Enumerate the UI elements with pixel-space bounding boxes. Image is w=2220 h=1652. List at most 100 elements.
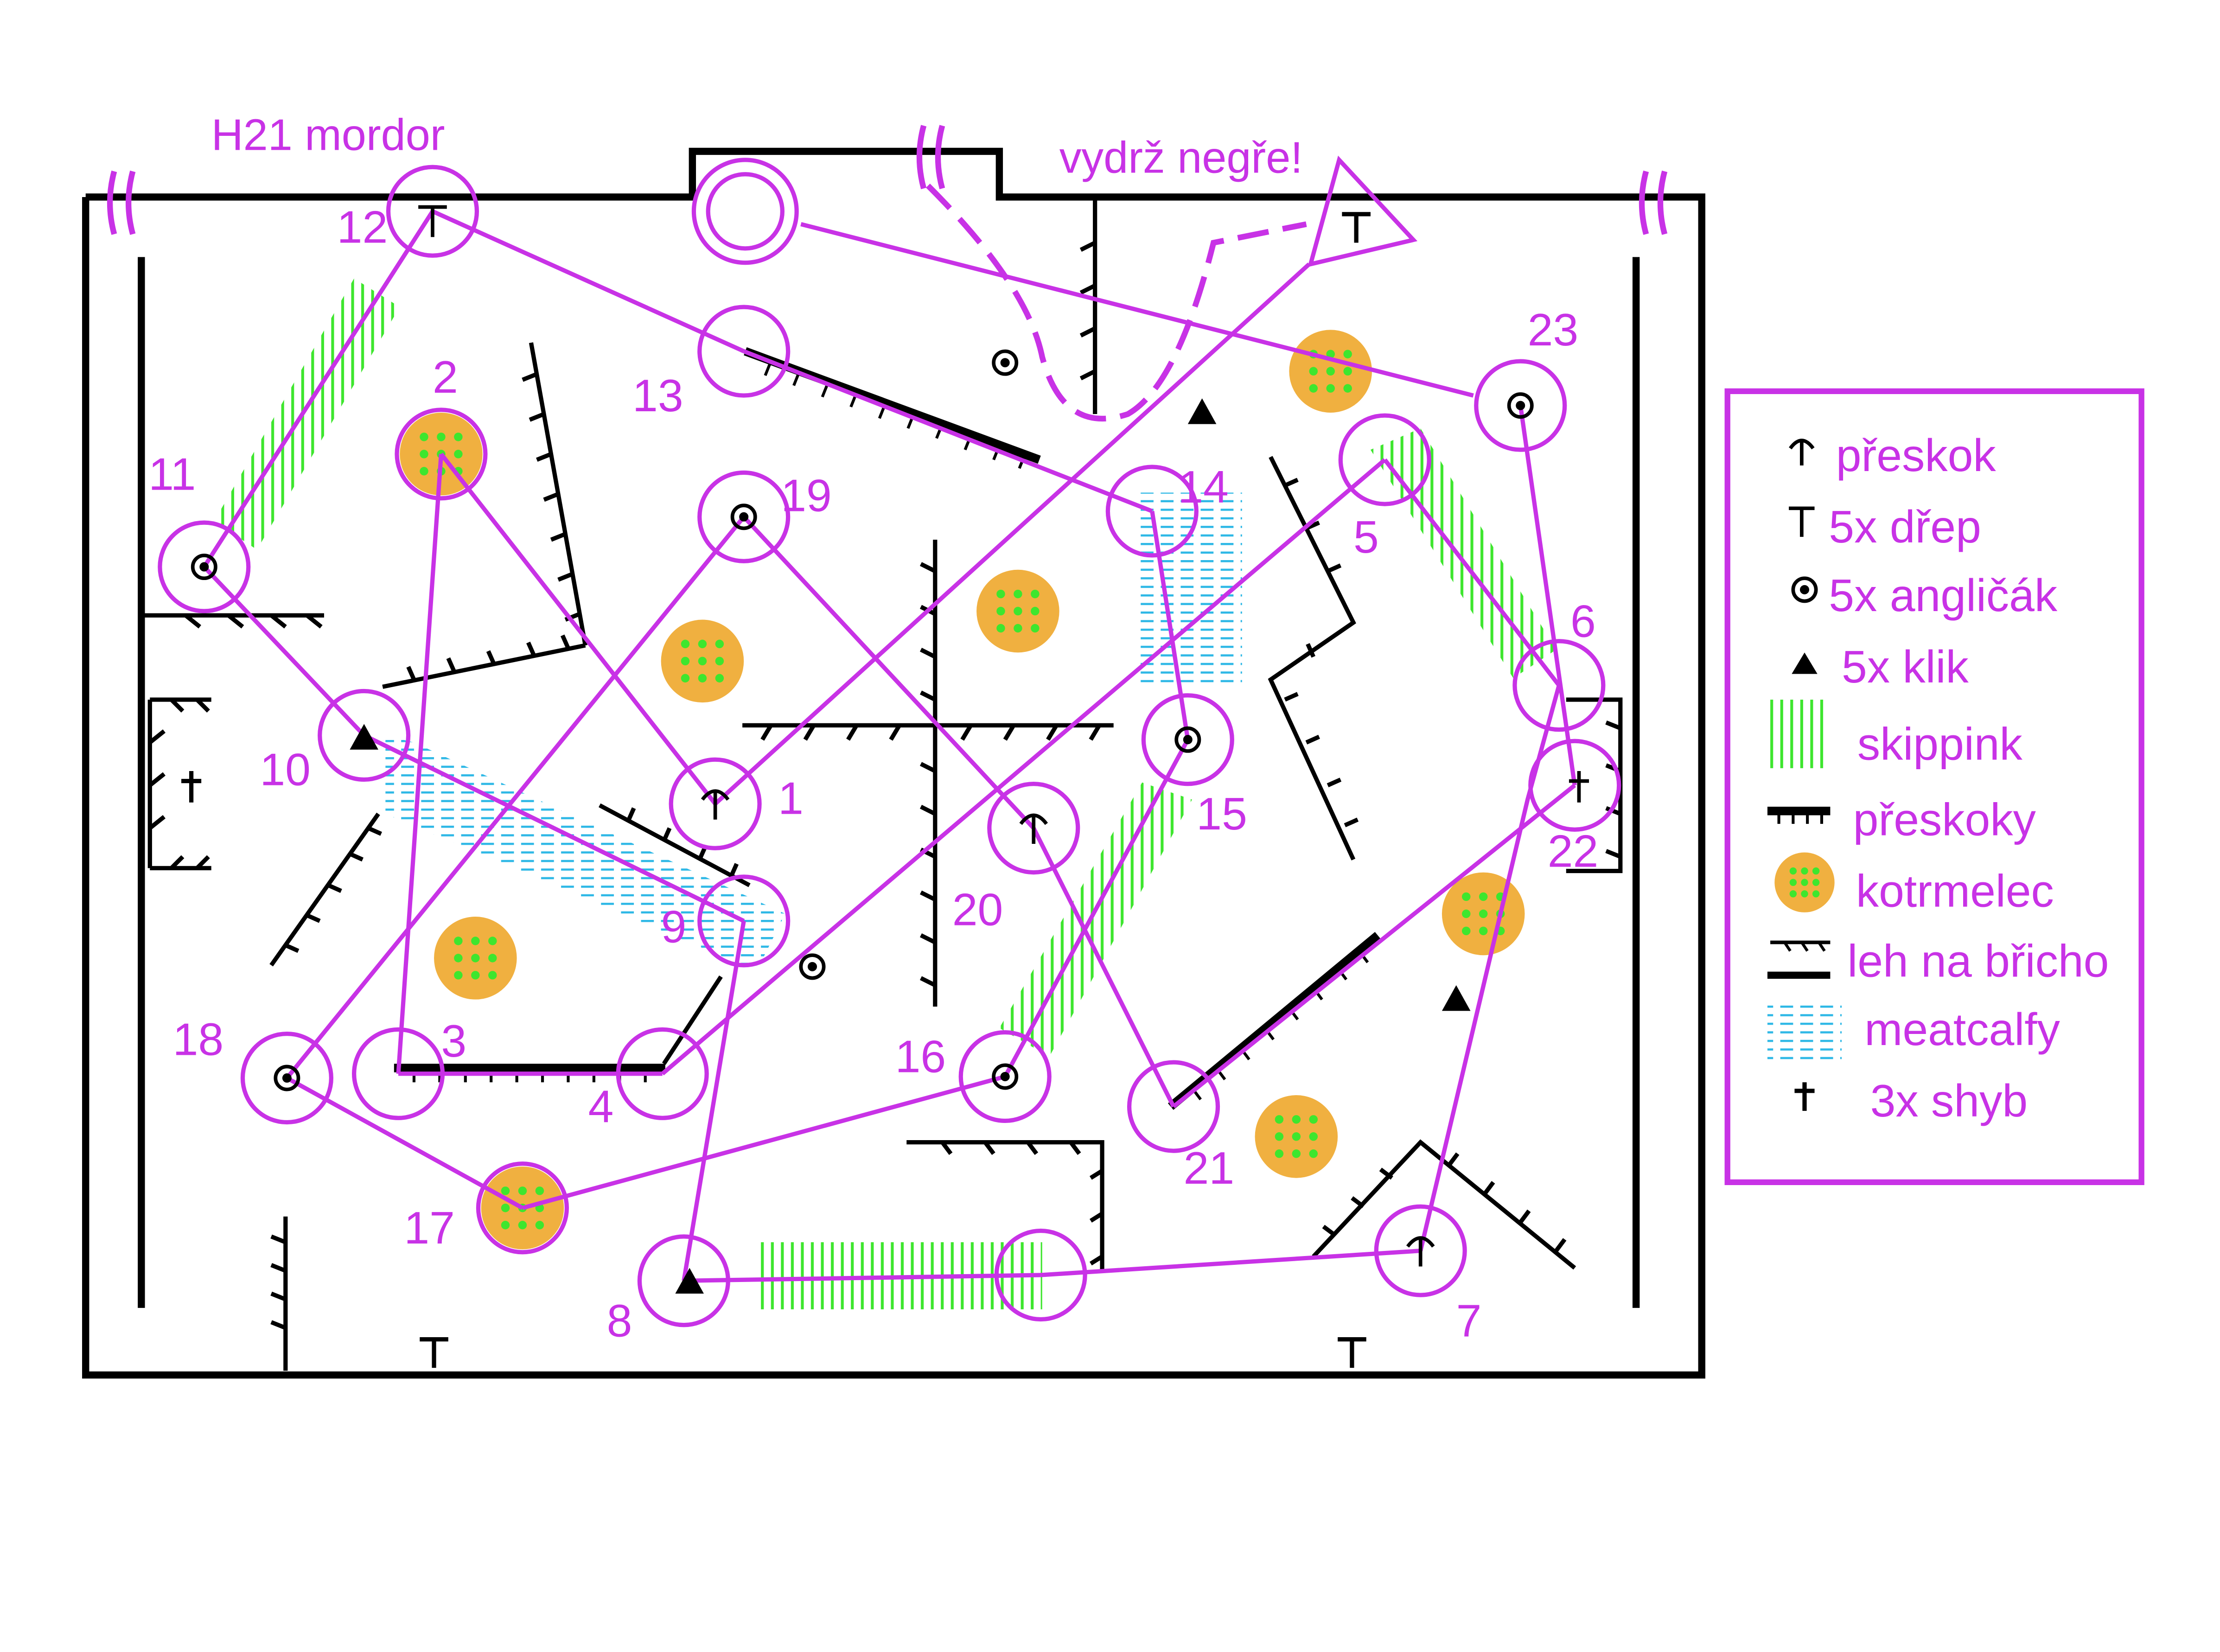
roll-dot bbox=[698, 657, 707, 666]
svg-text:kotrmelec: kotrmelec bbox=[1856, 865, 2054, 916]
roll-dot bbox=[518, 1186, 527, 1195]
roll-dot bbox=[1309, 1132, 1318, 1141]
dot-circle-icon bbox=[799, 349, 1019, 980]
svg-text:meatcalfy: meatcalfy bbox=[1864, 1004, 2060, 1055]
control-number-22: 22 bbox=[1548, 825, 1599, 876]
roll-dot bbox=[1461, 892, 1471, 901]
control-number-4: 4 bbox=[588, 1081, 614, 1132]
control-number-7: 7 bbox=[1456, 1295, 1482, 1346]
arrow-up-icon bbox=[1406, 1236, 1435, 1267]
roll-dot bbox=[715, 674, 724, 683]
roll-dots bbox=[420, 350, 1505, 1230]
finish-circle bbox=[691, 158, 799, 265]
dot-circle-icon bbox=[274, 1065, 300, 1091]
roll-dot bbox=[996, 606, 1005, 616]
control-symbols bbox=[191, 205, 1589, 1294]
roll-dot bbox=[1479, 926, 1488, 936]
legend-item-skippink: skippink bbox=[1767, 699, 2023, 769]
roll-dot bbox=[681, 674, 690, 683]
control-number-21: 21 bbox=[1184, 1142, 1235, 1193]
roll-markers bbox=[400, 330, 1525, 1250]
roll-dot bbox=[1309, 367, 1318, 376]
roll-dot bbox=[454, 954, 463, 963]
course-title: H21 mordor bbox=[211, 110, 445, 159]
triangle-icon bbox=[675, 1268, 704, 1294]
dot-circle-icon bbox=[992, 1063, 1019, 1090]
roll-dot bbox=[1461, 926, 1471, 936]
legend-item-shyb: 3x shyb bbox=[1794, 1075, 2028, 1126]
svg-text:3x shyb: 3x shyb bbox=[1870, 1075, 2028, 1126]
t-icon bbox=[1342, 212, 1371, 243]
roll-dot bbox=[1326, 367, 1335, 376]
roll-dot bbox=[420, 450, 428, 459]
control-number-11: 11 bbox=[148, 448, 196, 499]
control-number-23: 23 bbox=[1528, 304, 1579, 355]
roll-dot bbox=[1292, 1115, 1301, 1124]
control-number-17: 17 bbox=[404, 1202, 455, 1253]
roll-dot bbox=[488, 937, 497, 945]
roll-dot bbox=[471, 954, 480, 963]
roll-dot bbox=[1326, 384, 1335, 393]
roll-dot bbox=[1014, 624, 1022, 633]
control-circles bbox=[158, 165, 1621, 1327]
legend-item-meatcalfy: meatcalfy bbox=[1767, 1003, 2061, 1064]
roll-dot bbox=[454, 450, 463, 459]
roll-dot bbox=[698, 674, 707, 683]
roll-dot bbox=[1343, 367, 1352, 376]
svg-text:5x klik: 5x klik bbox=[1842, 641, 1969, 692]
control-number-20: 20 bbox=[952, 884, 1003, 935]
roll-dot bbox=[681, 657, 690, 666]
cross-icon bbox=[181, 771, 202, 803]
control-number-18: 18 bbox=[173, 1014, 224, 1065]
roll-dot bbox=[1479, 892, 1488, 901]
control-number-13: 13 bbox=[632, 370, 683, 421]
roll-dot bbox=[1275, 1132, 1284, 1141]
dot-circle-icon bbox=[1174, 726, 1201, 753]
svg-text:5x dřep: 5x dřep bbox=[1829, 501, 1981, 552]
roll-dot bbox=[1031, 606, 1040, 616]
roll-dot bbox=[1014, 589, 1022, 599]
roll-dot bbox=[996, 589, 1005, 599]
triangle-icon bbox=[350, 724, 378, 750]
roll-dot bbox=[1309, 384, 1318, 393]
roll-dot bbox=[437, 433, 446, 441]
gym-boundary bbox=[82, 147, 1705, 1379]
svg-text:leh na břicho: leh na břicho bbox=[1847, 935, 2109, 986]
roll-dot bbox=[1461, 909, 1471, 918]
control-number-15: 15 bbox=[1196, 788, 1247, 839]
control-number-2: 2 bbox=[433, 351, 458, 402]
control-number-9: 9 bbox=[661, 901, 687, 952]
control-number-6: 6 bbox=[1570, 595, 1596, 646]
legend-item-klik: 5x klik bbox=[1792, 641, 1969, 692]
legend-item-preskoky: přeskoky bbox=[1767, 794, 2036, 845]
roll-dot bbox=[1031, 589, 1040, 599]
roll-dot bbox=[1479, 909, 1488, 918]
roll-dot bbox=[488, 954, 497, 963]
roll-dot bbox=[471, 971, 480, 980]
control-number-10: 10 bbox=[260, 744, 311, 795]
boundary-crossings bbox=[107, 125, 1668, 235]
svg-text:5x angličák: 5x angličák bbox=[1829, 570, 2058, 621]
roll-dot bbox=[1343, 350, 1352, 358]
t-icon bbox=[420, 1337, 1366, 1368]
roll-dot bbox=[1014, 606, 1022, 616]
roll-dot bbox=[681, 639, 690, 649]
roll-dot bbox=[1309, 1149, 1318, 1158]
svg-text:skippink: skippink bbox=[1857, 718, 2023, 769]
legend-item-leh-na-bricho: leh na břicho bbox=[1767, 935, 2109, 986]
course-lines bbox=[202, 183, 1577, 1283]
legend: přeskok 5x dřep 5x angličák 5x klik skip… bbox=[1724, 388, 2144, 1185]
roll-dot bbox=[715, 639, 724, 649]
legend-item-kotrmelec: kotrmelec bbox=[1774, 852, 2054, 916]
cross-icon bbox=[1569, 771, 1589, 803]
roll-dot bbox=[1326, 350, 1335, 358]
legend-item-anglicak: 5x angličák bbox=[1791, 570, 2058, 621]
roll-dot bbox=[420, 433, 428, 441]
control-number-1: 1 bbox=[778, 772, 804, 823]
roll-dot bbox=[518, 1220, 527, 1230]
roll-dot bbox=[1292, 1149, 1301, 1158]
control-number-12: 12 bbox=[337, 202, 388, 253]
roll-dot bbox=[1031, 624, 1040, 633]
roll-dot bbox=[501, 1220, 510, 1230]
